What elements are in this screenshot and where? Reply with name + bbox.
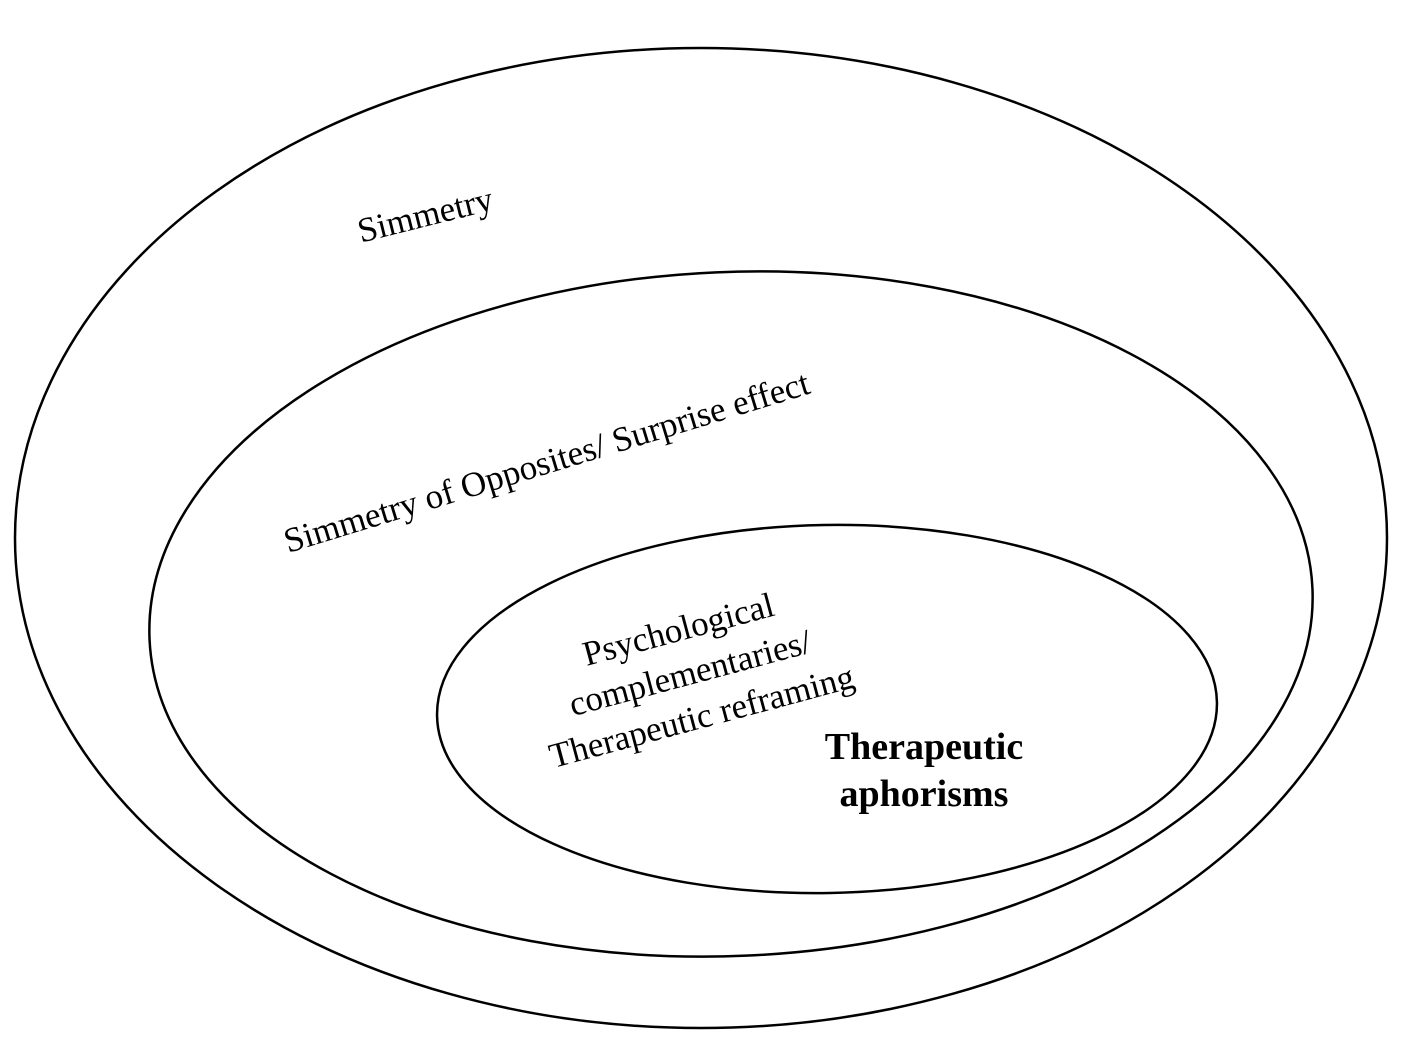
core-label-line: aphorisms [840,773,1009,815]
outer-ellipse [13,46,1389,1030]
middle-ellipse [148,270,1314,958]
core-label: Therapeutic aphorisms [825,726,1023,815]
inner-ellipse [435,523,1219,895]
outer-label: Simmetry [354,179,498,250]
inner-label: Psychological complementaries/ Therapeut… [545,585,858,776]
core-label-line: Therapeutic [825,726,1023,768]
